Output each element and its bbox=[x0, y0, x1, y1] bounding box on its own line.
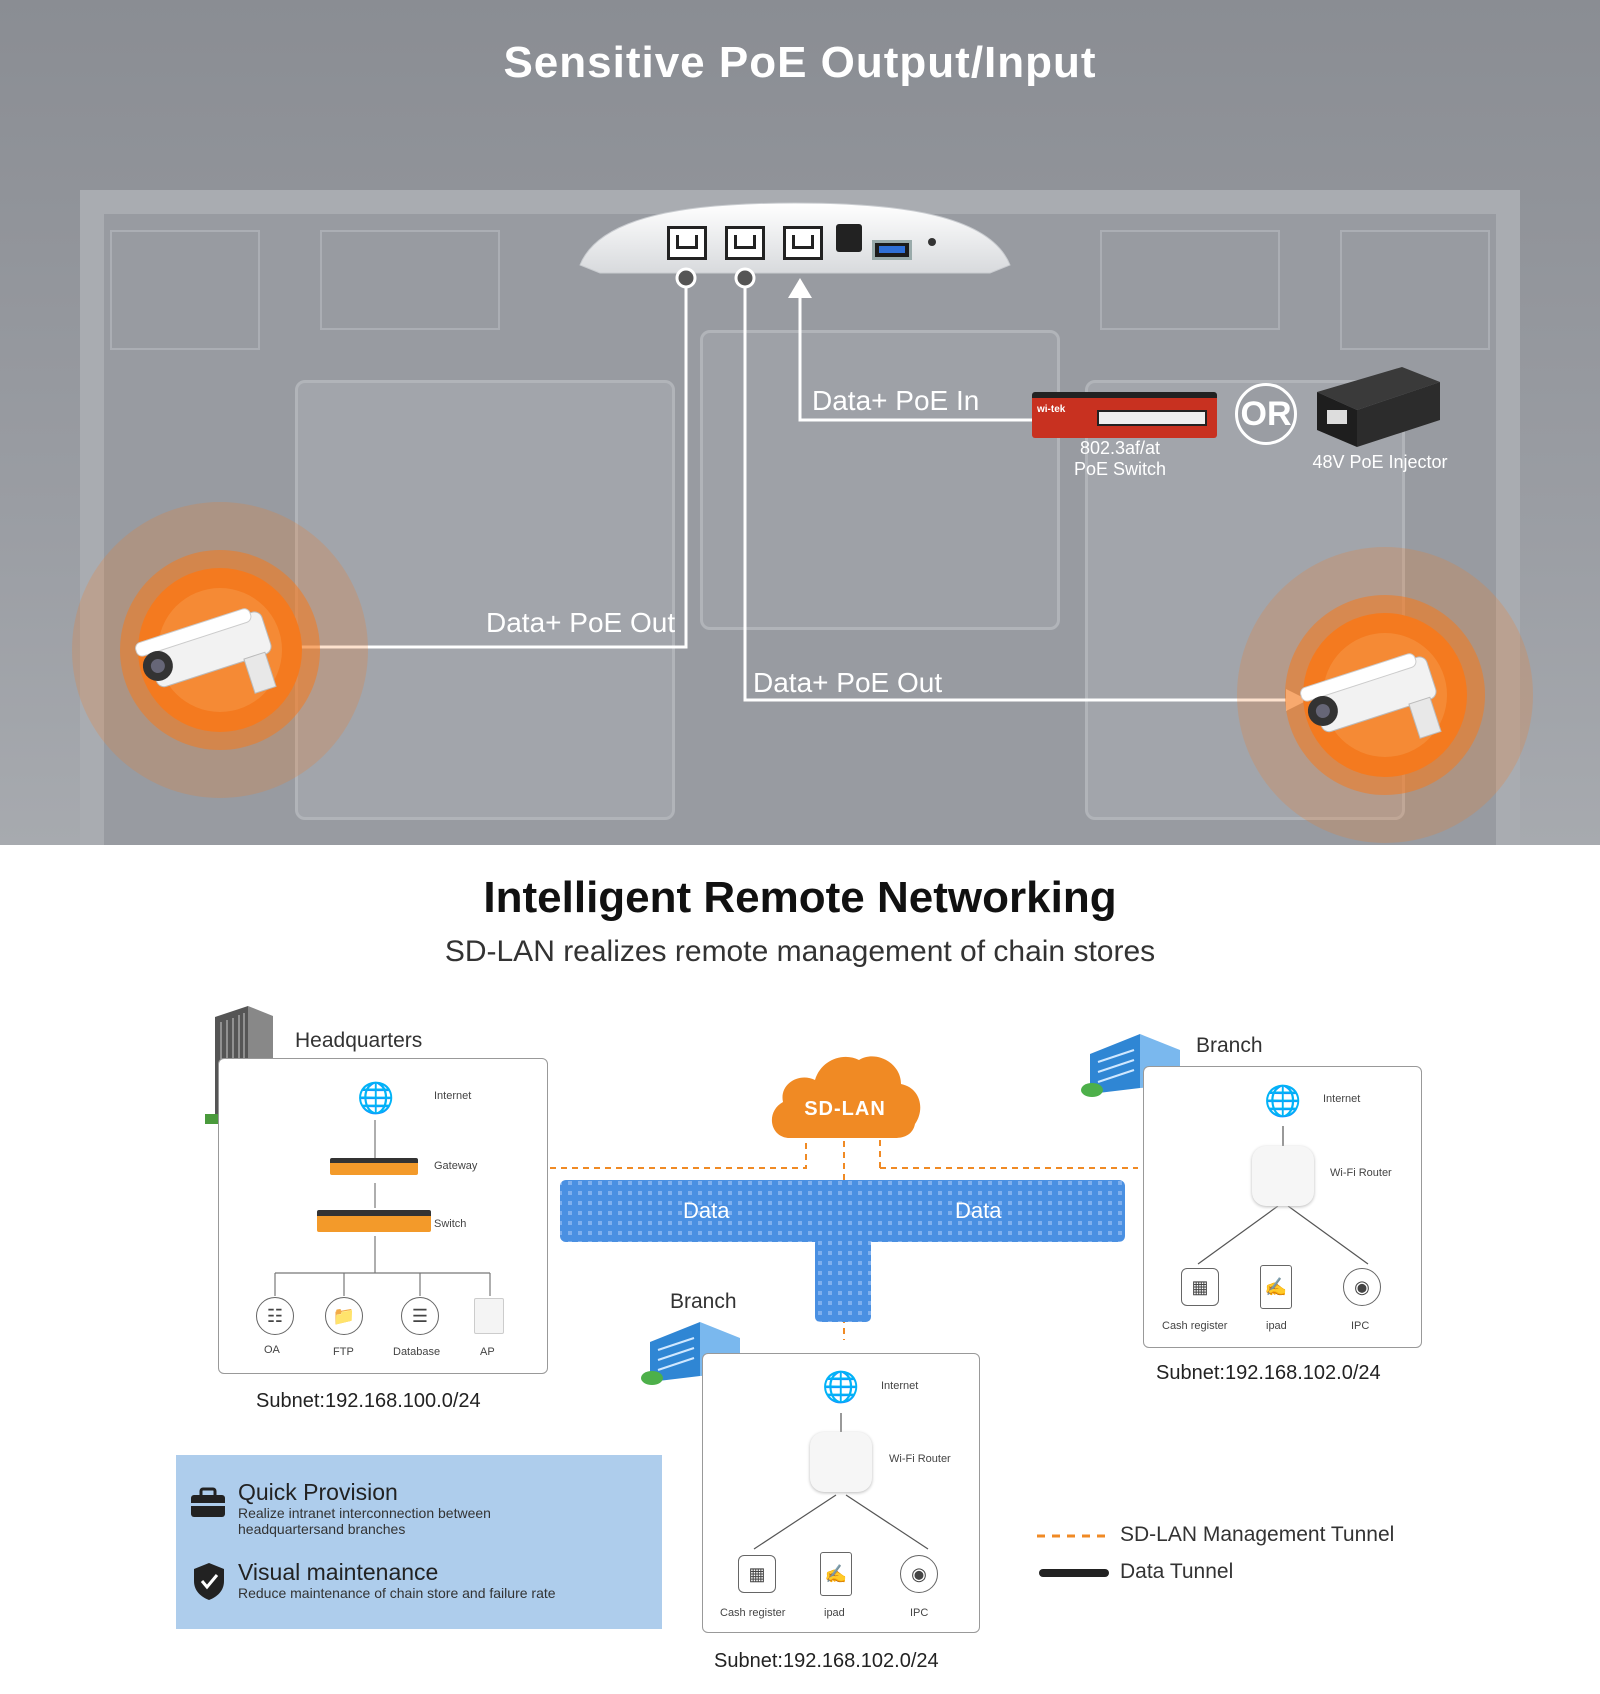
poe-switch: wi-tek bbox=[1032, 392, 1217, 438]
switch-ports bbox=[1097, 410, 1207, 426]
poe-out-right-label: Data+ PoE Out bbox=[753, 667, 943, 698]
branch-center-label: Branch bbox=[670, 1290, 737, 1313]
features-panel: Quick Provision Realize intranet interco… bbox=[176, 1455, 662, 1629]
legend-swatches bbox=[1037, 1534, 1111, 1577]
branch-right-box bbox=[1143, 1066, 1422, 1348]
hq-device-database: Database bbox=[393, 1346, 441, 1358]
switch-brand: wi-tek bbox=[1037, 404, 1066, 415]
br-right-router-label: Wi-Fi Router bbox=[1330, 1167, 1392, 1179]
reset-button bbox=[928, 238, 936, 246]
networking-subtitle: SD-LAN realizes remote management of cha… bbox=[444, 935, 1156, 968]
ip-camera-left bbox=[72, 502, 368, 798]
cash-register-icon: ▦ bbox=[1181, 1268, 1219, 1306]
ip-camera-right bbox=[1237, 547, 1533, 843]
feature-1-desc-line1: Realize intranet interconnection between bbox=[238, 1505, 491, 1521]
poe-out-left-label: Data+ PoE Out bbox=[486, 607, 676, 638]
poe-injector bbox=[1317, 367, 1440, 447]
ipad-icon: ✍ bbox=[1260, 1265, 1292, 1309]
database-icon: ☰ bbox=[401, 1297, 439, 1335]
poe-title: Sensitive PoE Output/Input bbox=[503, 38, 1097, 87]
branch-center-box bbox=[702, 1353, 980, 1633]
ceiling-tile bbox=[320, 230, 500, 330]
data-label-left: Data bbox=[683, 1198, 730, 1223]
feature-1-desc-line2: headquartersand branches bbox=[238, 1521, 406, 1537]
data-label-right: Data bbox=[955, 1198, 1002, 1223]
briefcase-icon bbox=[191, 1487, 225, 1517]
internet-globe-icon: 🌐 bbox=[1264, 1084, 1302, 1118]
ftp-icon: 📁 bbox=[325, 1297, 363, 1335]
usb-port bbox=[872, 240, 912, 260]
hq-subnet: Subnet:192.168.100.0/24 bbox=[256, 1390, 481, 1412]
poe-section: Sensitive PoE Output/Input Data+ PoE In … bbox=[0, 0, 1600, 845]
poe-in-label: Data+ PoE In bbox=[812, 385, 980, 416]
br-right-device-cash: Cash register bbox=[1162, 1320, 1228, 1332]
networking-title: Intelligent Remote Networking bbox=[483, 873, 1117, 922]
feature-1-title: Quick Provision bbox=[238, 1479, 398, 1505]
feature-2-desc: Reduce maintenance of chain store and fa… bbox=[238, 1585, 556, 1601]
ipc-camera-icon: ◉ bbox=[900, 1555, 938, 1593]
wan-port bbox=[783, 226, 823, 260]
br-right-device-ipad: ipad bbox=[1266, 1320, 1287, 1332]
ap-icon bbox=[474, 1298, 504, 1334]
wifi-router-icon bbox=[810, 1432, 872, 1492]
switch-device-icon bbox=[317, 1210, 431, 1232]
branch-right-label: Branch bbox=[1196, 1034, 1263, 1057]
sd-lan-cloud-label: SD-LAN bbox=[804, 1098, 886, 1120]
feature-2-title: Visual maintenance bbox=[238, 1559, 439, 1585]
hq-gateway-label: Gateway bbox=[434, 1160, 478, 1172]
br-right-internet-label: Internet bbox=[1323, 1093, 1361, 1105]
hq-device-ftp: FTP bbox=[333, 1346, 354, 1358]
sd-lan-cloud bbox=[771, 1056, 921, 1138]
data-tunnel bbox=[560, 1180, 1125, 1322]
hq-internet-label: Internet bbox=[434, 1090, 472, 1102]
wifi-router-icon bbox=[1252, 1146, 1314, 1206]
branch-right-topology-lines bbox=[1197, 1126, 1369, 1265]
gateway-device-icon bbox=[330, 1158, 418, 1175]
br-center-subnet: Subnet:192.168.102.0/24 bbox=[714, 1650, 939, 1672]
legend-mgmt-tunnel: SD-LAN Management Tunnel bbox=[1120, 1523, 1395, 1546]
ceiling-tile bbox=[1340, 230, 1490, 350]
power-jack bbox=[836, 224, 862, 252]
hq-device-ap: AP bbox=[480, 1346, 495, 1358]
ceiling-tile bbox=[1100, 230, 1280, 330]
ipc-camera-icon: ◉ bbox=[1343, 1268, 1381, 1306]
branch-center-topology-lines bbox=[753, 1413, 929, 1550]
oa-icon: ☷ bbox=[256, 1297, 294, 1335]
ipad-icon: ✍ bbox=[820, 1552, 852, 1596]
br-center-device-ipc: IPC bbox=[910, 1607, 929, 1619]
br-right-device-ipc: IPC bbox=[1351, 1320, 1370, 1332]
cash-register-icon: ▦ bbox=[738, 1555, 776, 1593]
internet-globe-icon: 🌐 bbox=[357, 1081, 395, 1115]
injector-label: 48V PoE Injector bbox=[1312, 452, 1448, 472]
hq-device-oa: OA bbox=[264, 1344, 280, 1356]
ceiling-panel bbox=[295, 380, 675, 820]
shield-check-icon bbox=[194, 1563, 224, 1600]
lan-port-2 bbox=[725, 226, 765, 260]
br-center-router-label: Wi-Fi Router bbox=[889, 1453, 951, 1465]
hq-switch-label: Switch bbox=[434, 1218, 467, 1230]
br-center-device-cash: Cash register bbox=[720, 1607, 786, 1619]
lan-port-1 bbox=[667, 226, 707, 260]
ceiling-panel bbox=[700, 330, 1060, 630]
switch-label: 802.3af/at PoE Switch bbox=[1073, 438, 1167, 479]
br-right-subnet: Subnet:192.168.102.0/24 bbox=[1156, 1362, 1381, 1384]
internet-globe-icon: 🌐 bbox=[822, 1370, 860, 1404]
br-center-device-ipad: ipad bbox=[824, 1607, 845, 1619]
headquarters-label: Headquarters bbox=[295, 1029, 423, 1052]
br-center-internet-label: Internet bbox=[881, 1380, 919, 1392]
legend-data-tunnel: Data Tunnel bbox=[1120, 1560, 1234, 1583]
ceiling-tile bbox=[110, 230, 260, 350]
or-badge: OR bbox=[1235, 383, 1297, 445]
